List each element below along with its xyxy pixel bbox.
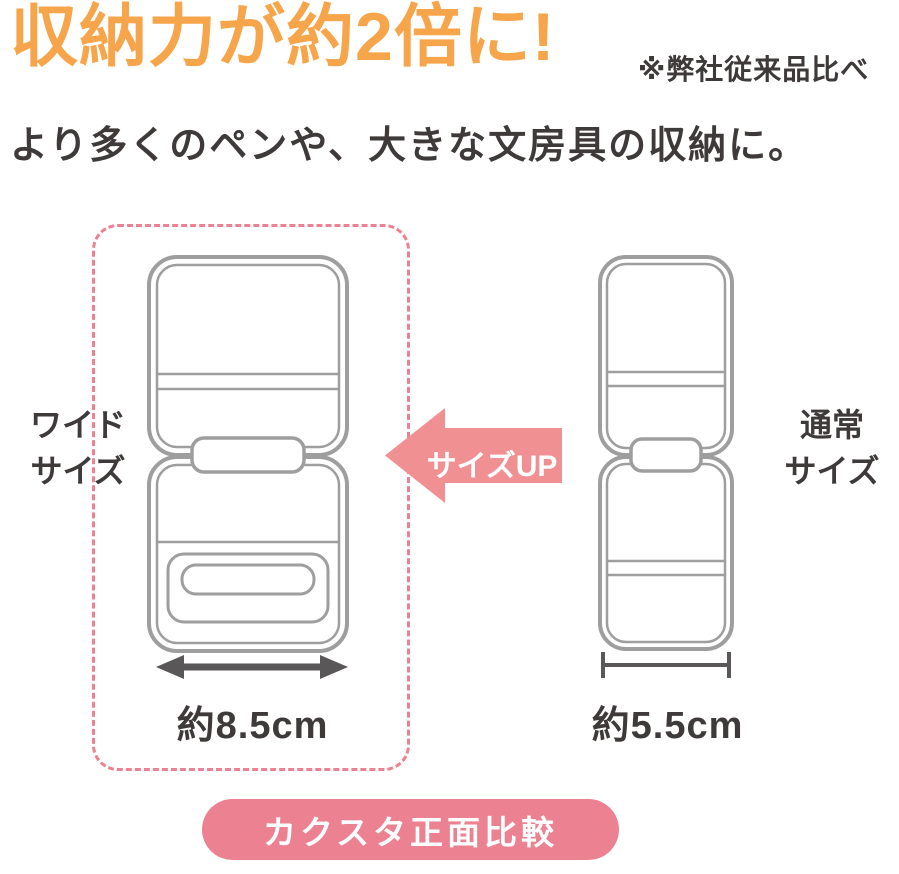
wide-case-lid — [147, 255, 349, 457]
normal-case-lid — [598, 255, 734, 457]
wide-width-arrow-icon — [156, 655, 348, 679]
wide-case-handle — [180, 563, 316, 596]
normal-width-value: 約5.5cm — [591, 705, 744, 747]
size-up-arrow-icon — [385, 408, 562, 503]
wide-size-label: ワイド サイズ — [29, 407, 126, 490]
headline: 収納力が約2倍に! — [10, 0, 556, 75]
wide-size-highlight-box — [92, 224, 410, 771]
footer-caption-text: カクスタ正面比較 — [262, 813, 558, 851]
normal-width-ruler-icon — [601, 652, 731, 678]
wide-case-hinge — [190, 436, 306, 474]
normal-case-body — [598, 455, 734, 651]
subheadline: より多くのペンや、大きな文房具の収納に。 — [10, 125, 809, 167]
wide-width-value: 約8.5cm — [176, 705, 329, 747]
headline-note: ※弊社従来品比べ — [638, 54, 870, 85]
footer-caption-pill: カクスタ正面比較 — [202, 799, 619, 860]
normal-size-label: 通常 サイズ — [784, 407, 880, 490]
normal-case-illustration — [598, 255, 734, 651]
normal-case-hinge — [629, 437, 703, 473]
wide-case-body — [147, 455, 349, 653]
size-up-arrow-label: サイズUP — [426, 450, 558, 483]
wide-case-illustration — [147, 255, 349, 653]
